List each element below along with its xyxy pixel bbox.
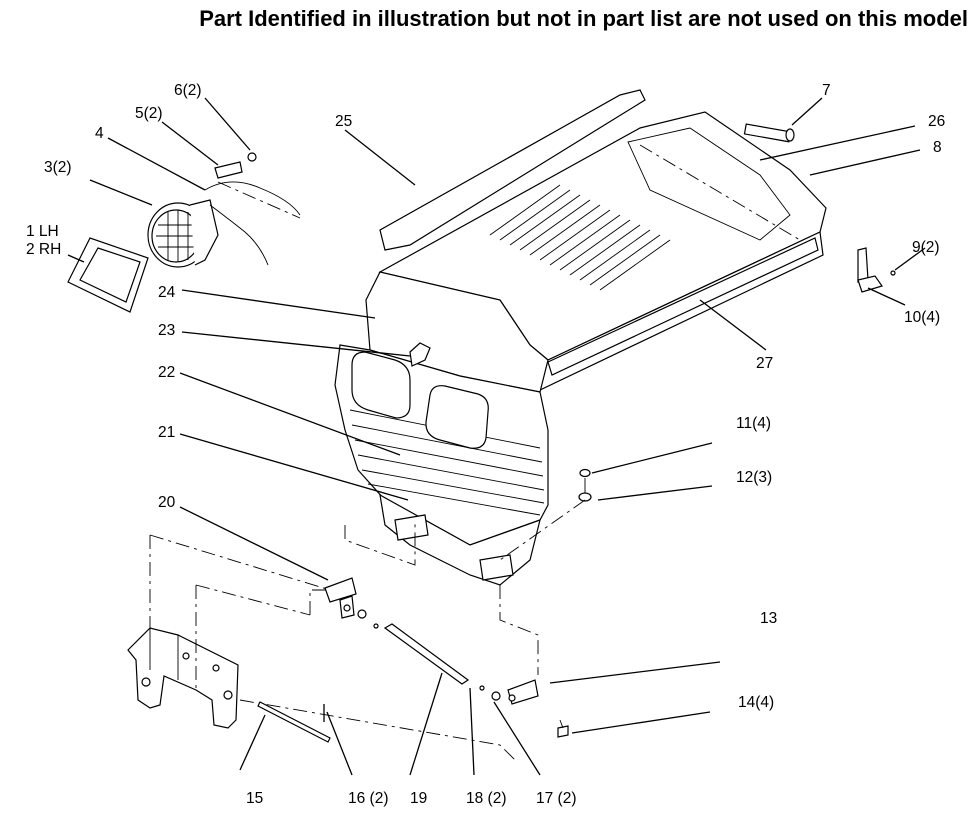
callout-19: 19 xyxy=(410,790,427,807)
callout-23: 23 xyxy=(158,322,175,339)
callout-5: 5(2) xyxy=(135,105,163,122)
callout-13: 13 xyxy=(760,610,777,627)
callout-11: 11(4) xyxy=(736,415,771,432)
callout-18: 18 (2) xyxy=(466,790,507,807)
callout-3: 3(2) xyxy=(44,159,72,176)
callout-12: 12(3) xyxy=(736,469,772,486)
headlight-bracket xyxy=(214,161,243,179)
headlight-lamp xyxy=(147,199,219,268)
hood-latch xyxy=(857,247,896,293)
hinge-rod xyxy=(383,623,470,685)
hinge-bracket-left xyxy=(324,577,357,619)
washer-left xyxy=(373,623,379,629)
callout-9: 9(2) xyxy=(912,239,940,256)
callout-2: 2 RH xyxy=(26,241,61,258)
washer-right xyxy=(479,685,485,691)
callout-1: 1 LH xyxy=(26,223,59,240)
callout-10: 10(4) xyxy=(904,309,940,326)
callout-25: 25 xyxy=(335,113,352,130)
washer-11 xyxy=(579,468,591,478)
nut-right xyxy=(491,691,501,701)
callout-6: 6(2) xyxy=(174,82,202,99)
callout-24: 24 xyxy=(158,284,176,301)
callout-8: 8 xyxy=(933,139,942,156)
washer-12 xyxy=(578,492,592,502)
callout-21: 21 xyxy=(158,424,175,441)
hinge-bracket-right xyxy=(507,679,539,705)
hinge-screw xyxy=(557,719,569,738)
callout-26: 26 xyxy=(928,113,945,130)
support-rod xyxy=(257,701,331,743)
callout-17: 17 (2) xyxy=(536,790,577,807)
headlight-bezel xyxy=(67,237,149,313)
callout-4: 4 xyxy=(95,125,104,142)
callout-20: 20 xyxy=(158,494,176,511)
callout-14: 14(4) xyxy=(738,694,774,711)
callout-27: 27 xyxy=(756,355,773,372)
diagram-title: Part Identified in illustration but not … xyxy=(199,6,968,31)
leader-lines xyxy=(67,97,926,776)
callout-15: 15 xyxy=(246,790,263,807)
callout-22: 22 xyxy=(158,364,175,381)
bracket-nut xyxy=(247,152,257,162)
headlight-wiring xyxy=(204,181,301,266)
mounting-bracket xyxy=(127,627,239,729)
hood-pin xyxy=(743,123,795,143)
callout-16: 16 (2) xyxy=(348,790,389,807)
side-decal xyxy=(547,237,819,376)
callout-7: 7 xyxy=(822,82,831,99)
hood-decal xyxy=(379,89,646,251)
nut-left xyxy=(357,609,367,619)
